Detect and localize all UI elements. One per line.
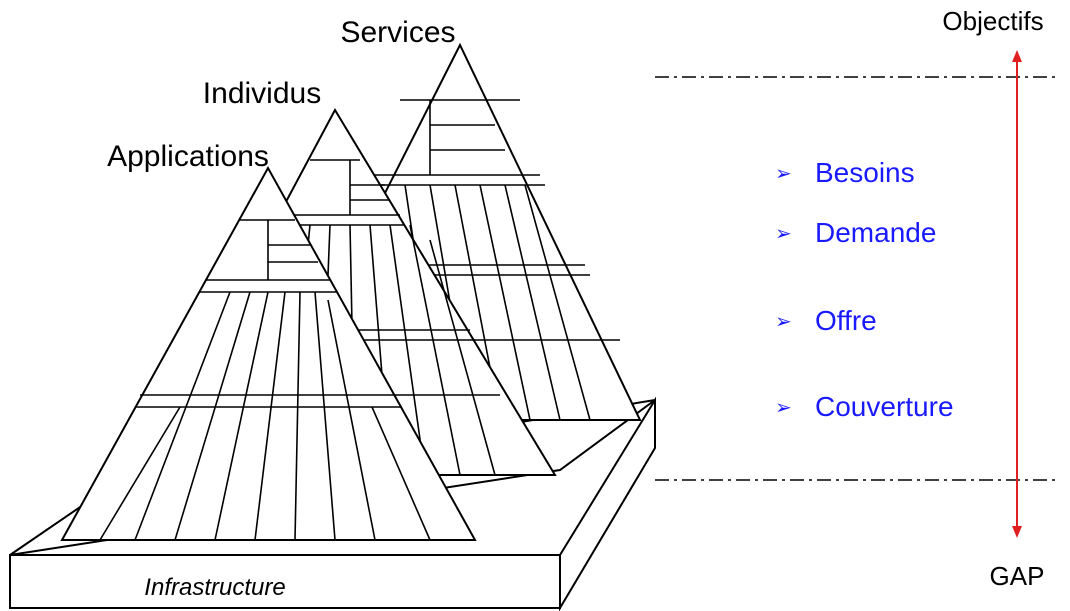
arrow-down-icon: [1012, 526, 1022, 538]
pyramid-label-individus: Individus: [203, 77, 321, 110]
list-item: Offre: [815, 305, 877, 336]
infrastructure-label: Infrastructure: [144, 574, 285, 601]
bullet-arrow-icon: ➢: [775, 395, 792, 419]
pyramid-label-applications: Applications: [107, 140, 269, 173]
base-side-face: [559, 396, 656, 611]
items-list: ➢ Besoins ➢ Demande ➢ Offre ➢ Couverture: [775, 157, 954, 422]
arrow-up-icon: [1012, 50, 1022, 62]
gap-arrow: [1012, 50, 1022, 538]
objectifs-label: Objectifs: [942, 6, 1043, 36]
pyramid-label-services: Services: [340, 16, 455, 49]
list-item: Besoins: [815, 157, 915, 188]
bullet-arrow-icon: ➢: [775, 161, 792, 185]
bullet-arrow-icon: ➢: [775, 221, 792, 245]
gap-label: GAP: [990, 561, 1045, 591]
list-item: Demande: [815, 217, 936, 248]
bullet-arrow-icon: ➢: [775, 309, 792, 333]
pyramid-applications: Applications: [60, 140, 477, 541]
list-item: Couverture: [815, 391, 954, 422]
